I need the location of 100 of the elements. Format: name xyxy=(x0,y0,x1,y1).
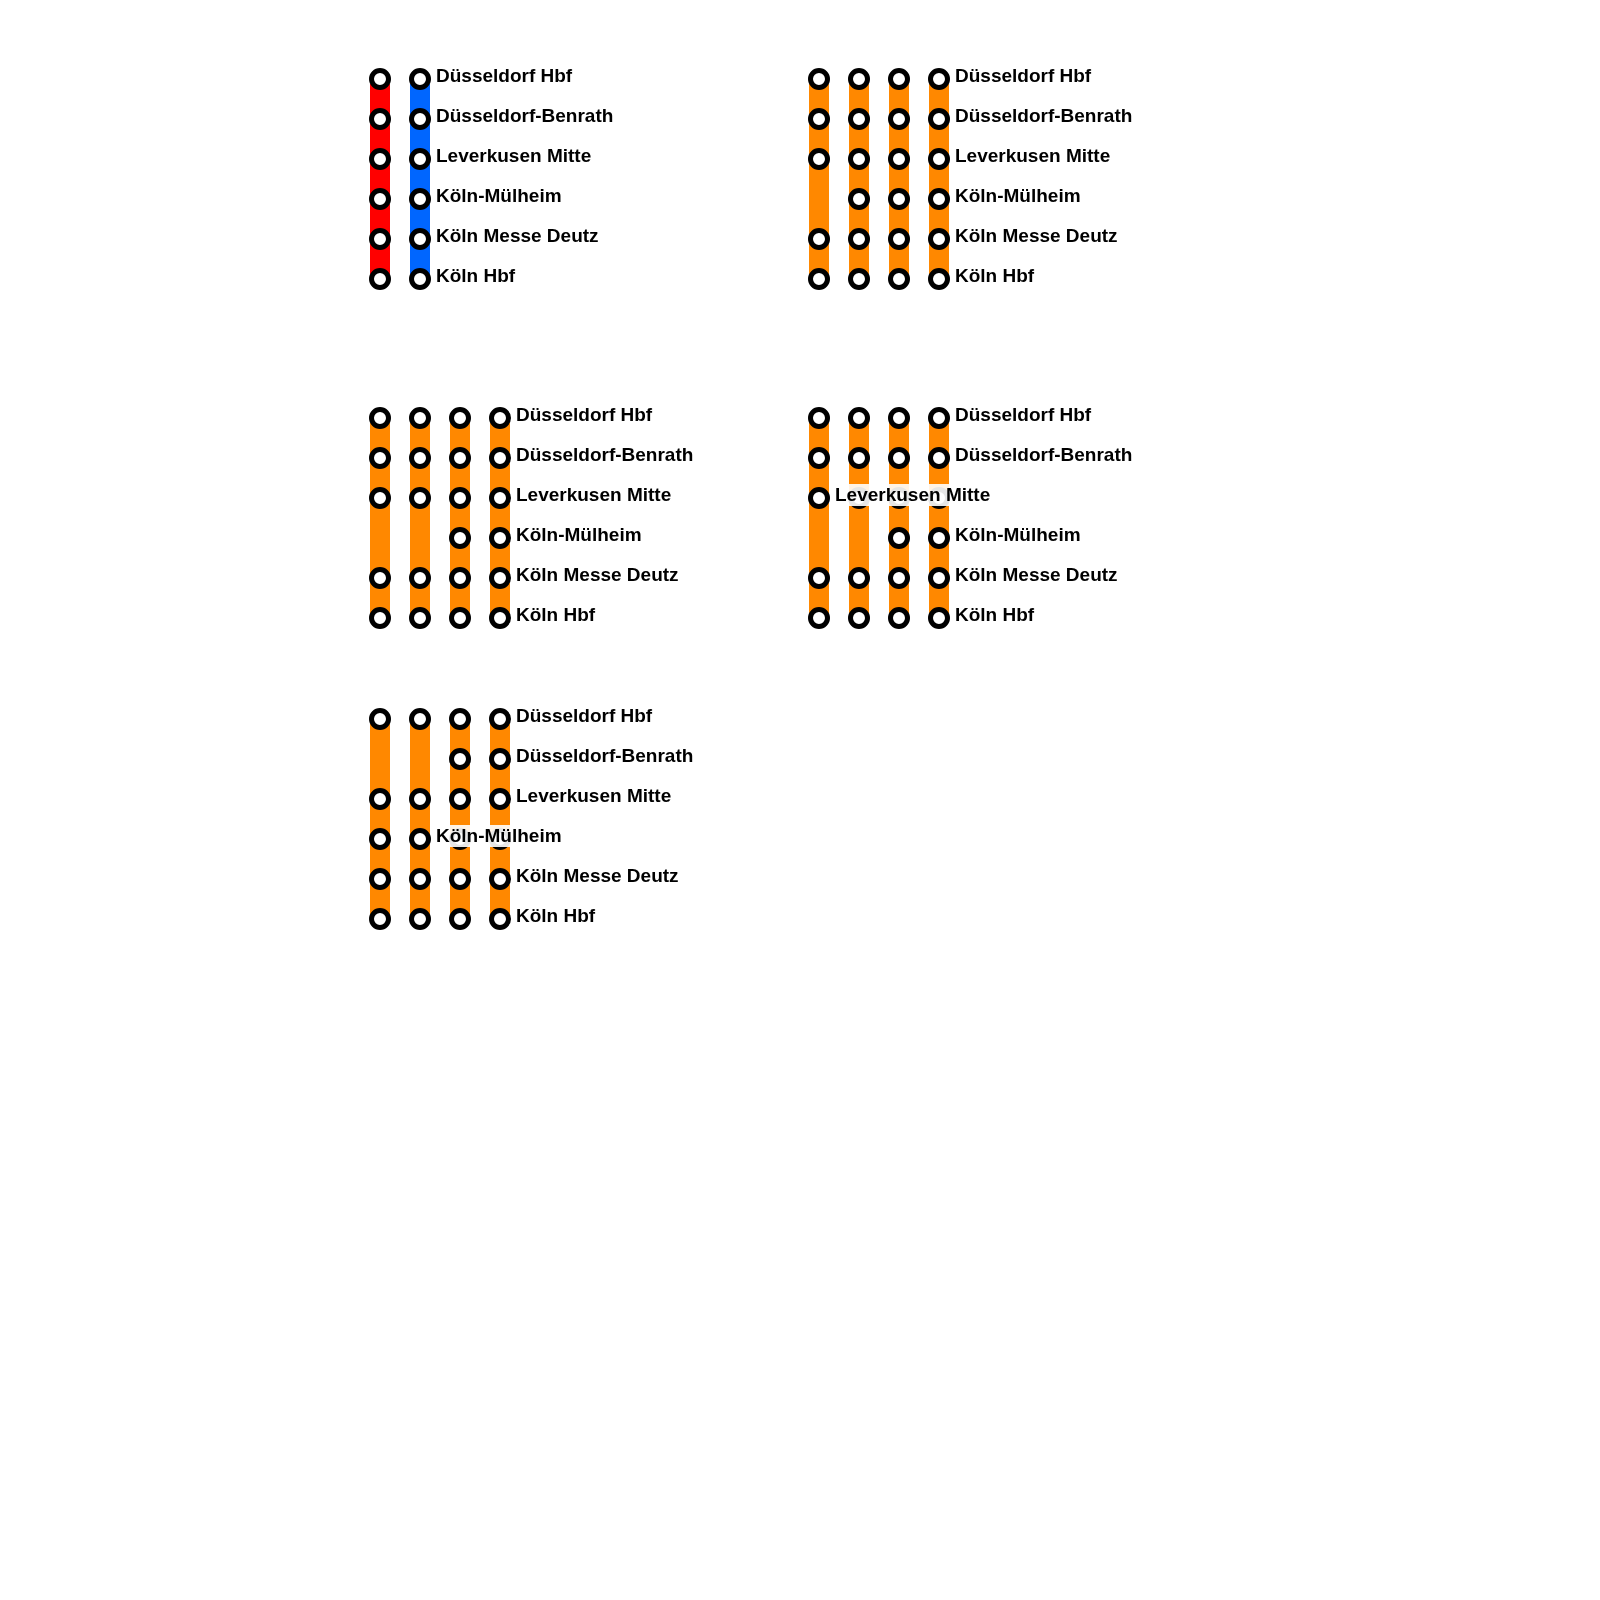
rail-line-segment xyxy=(490,543,510,573)
station-circle xyxy=(927,147,951,171)
rail-line-segment xyxy=(450,423,470,453)
station-circle xyxy=(887,107,911,131)
rail-line-segment xyxy=(450,543,470,573)
station-circle xyxy=(847,107,871,131)
rail-line-segment xyxy=(410,724,430,794)
station-circle xyxy=(448,486,472,510)
station-circle xyxy=(408,187,432,211)
station-circle xyxy=(488,486,512,510)
station-circle xyxy=(368,446,392,470)
rail-line-segment xyxy=(370,84,390,114)
station-circle xyxy=(887,446,911,470)
rail-line-segment xyxy=(929,543,949,573)
station-circle xyxy=(408,907,432,931)
rail-line-segment xyxy=(929,204,949,234)
station-circle xyxy=(927,566,951,590)
station-circle xyxy=(408,406,432,430)
station-circle xyxy=(448,867,472,891)
rail-line-segment xyxy=(889,583,909,613)
station-circle xyxy=(847,606,871,630)
station-circle xyxy=(408,606,432,630)
rail-line-segment xyxy=(370,204,390,234)
station-circle xyxy=(368,787,392,811)
rail-line-segment xyxy=(929,164,949,194)
rail-line-segment xyxy=(370,244,390,274)
station-circle xyxy=(927,606,951,630)
station-circle xyxy=(368,67,392,91)
rail-line-segment xyxy=(929,583,949,613)
station-name: Leverkusen Mitte xyxy=(835,484,991,506)
rail-line-segment xyxy=(450,844,470,874)
rail-line-segment xyxy=(889,124,909,154)
rail-line-segment xyxy=(929,84,949,114)
station-circle xyxy=(448,606,472,630)
rail-line-segment xyxy=(410,463,430,493)
station-circle xyxy=(488,406,512,430)
station-circle xyxy=(448,406,472,430)
station-circle xyxy=(408,827,432,851)
station-circle xyxy=(847,67,871,91)
rail-line-segment xyxy=(410,844,430,874)
rail-line-segment xyxy=(370,583,390,613)
station-circle xyxy=(488,707,512,731)
station-circle xyxy=(368,707,392,731)
station-circle xyxy=(488,747,512,771)
rail-line-segment xyxy=(410,503,430,573)
station-circle xyxy=(807,566,831,590)
rail-line-segment xyxy=(370,724,390,794)
station-circle xyxy=(887,606,911,630)
rail-line-segment xyxy=(889,164,909,194)
rail-line-segment xyxy=(450,764,470,794)
station-name: Köln-Mülheim xyxy=(436,825,562,847)
station-circle xyxy=(927,406,951,430)
station-circle xyxy=(887,187,911,211)
rail-line-segment xyxy=(370,884,390,914)
station-circle xyxy=(807,147,831,171)
station-circle xyxy=(408,227,432,251)
station-circle xyxy=(847,187,871,211)
station-circle xyxy=(887,566,911,590)
rail-line-segment xyxy=(370,844,390,874)
rail-line-segment xyxy=(929,244,949,274)
station-circle xyxy=(927,107,951,131)
station-circle xyxy=(488,566,512,590)
station-circle xyxy=(807,606,831,630)
station-circle xyxy=(408,486,432,510)
rail-line-segment xyxy=(410,423,430,453)
station-circle xyxy=(408,147,432,171)
station-circle xyxy=(448,747,472,771)
station-circle xyxy=(448,526,472,550)
rail-line-segment xyxy=(809,503,829,573)
rail-line-segment xyxy=(450,724,470,754)
rail-line-segment xyxy=(370,503,390,573)
rail-line-segment xyxy=(809,583,829,613)
station-circle xyxy=(887,147,911,171)
station-circle xyxy=(807,107,831,131)
station-circle xyxy=(807,67,831,91)
rail-line-segment xyxy=(490,503,510,533)
station-circle xyxy=(488,526,512,550)
station-circle xyxy=(408,566,432,590)
rail-line-segment xyxy=(889,84,909,114)
station-circle xyxy=(887,67,911,91)
rail-line-segment xyxy=(849,84,869,114)
rail-line-segment xyxy=(370,463,390,493)
station-circle xyxy=(368,267,392,291)
station-circle xyxy=(368,406,392,430)
rail-line-segment xyxy=(889,543,909,573)
station-circle xyxy=(847,406,871,430)
station-circle xyxy=(448,907,472,931)
station-circle xyxy=(408,67,432,91)
station-circle xyxy=(368,827,392,851)
rail-line-segment xyxy=(849,244,869,274)
station-circle xyxy=(927,227,951,251)
rail-line-segment xyxy=(889,244,909,274)
rail-line-segment xyxy=(809,423,829,453)
station-circle xyxy=(887,406,911,430)
station-circle xyxy=(448,787,472,811)
rail-line-segment xyxy=(410,583,430,613)
station-circle xyxy=(408,446,432,470)
station-circle xyxy=(448,446,472,470)
rail-line-segment xyxy=(849,503,869,573)
rail-line-segment xyxy=(410,884,430,914)
